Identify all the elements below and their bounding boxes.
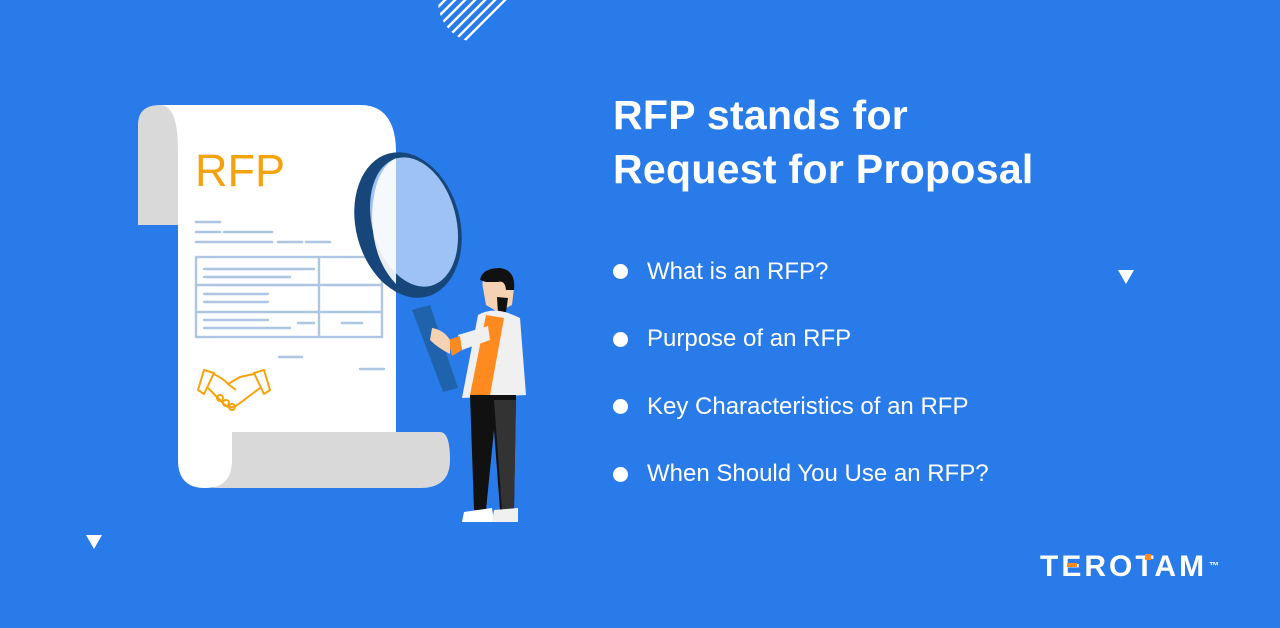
page-title: RFP stands for Request for Proposal (613, 88, 1034, 196)
hatched-circle-decoration (438, 0, 522, 43)
bullet-dot-icon (613, 399, 628, 415)
logo-accent (1067, 563, 1077, 567)
list-item: What is an RFP? (613, 238, 989, 306)
title-line-2: Request for Proposal (613, 146, 1034, 192)
list-item: When Should You Use an RFP? (613, 441, 989, 509)
triangle-decoration (86, 535, 102, 549)
list-item: Key Characteristics of an RFP (613, 373, 989, 441)
topics-list: What is an RFP? Purpose of an RFP Key Ch… (613, 238, 989, 508)
bullet-dot-icon (613, 264, 628, 280)
logo-text: TEROTAM (1040, 550, 1208, 583)
trademark-symbol: ™ (1209, 561, 1220, 572)
handshake-icon (197, 369, 271, 411)
rfp-illustration (138, 105, 526, 522)
list-item-label: When Should You Use an RFP? (647, 460, 989, 488)
list-item-label: What is an RFP? (647, 257, 829, 285)
list-item: Purpose of an RFP (613, 306, 989, 374)
bullet-dot-icon (613, 331, 628, 347)
list-item-label: Key Characteristics of an RFP (647, 392, 969, 420)
title-line-1: RFP stands for (613, 92, 909, 138)
list-item-label: Purpose of an RFP (647, 325, 852, 353)
person-icon (430, 268, 526, 522)
triangle-decoration (1118, 270, 1134, 284)
document-rfp-label: RFP (195, 145, 285, 196)
logo-accent (1145, 554, 1151, 560)
magnifying-glass-icon (354, 152, 462, 392)
bullet-dot-icon (613, 466, 628, 482)
